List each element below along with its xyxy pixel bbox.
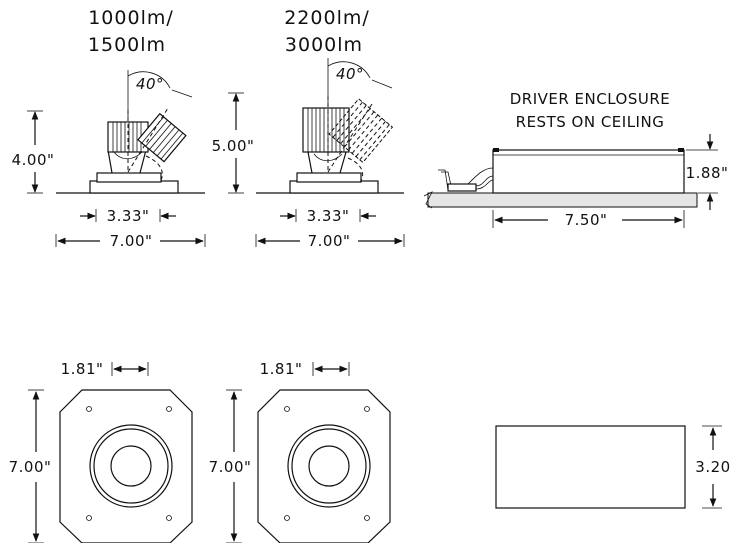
fixture-plan-view-1: 1.81" 7.00"	[9, 360, 193, 544]
driver-plan-width-label: 3.20	[695, 458, 730, 476]
tilted-head-2	[328, 98, 394, 164]
driver-plan-box	[495, 425, 686, 509]
lumens-label-2b: 3000lm	[285, 34, 363, 56]
driver-label-line2: RESTS ON CEILING	[516, 113, 665, 131]
aperture-label-1: 3.33"	[107, 207, 150, 225]
driver-length-label: 7.50"	[565, 211, 608, 229]
lumens-label-1a: 1000lm/	[88, 7, 174, 29]
driver-plan-view: 3.20	[495, 425, 730, 509]
angle-arc-2	[327, 61, 371, 79]
driver-label-line1: DRIVER ENCLOSURE	[510, 90, 671, 108]
plan-lens-2	[308, 445, 350, 487]
fixture-side-view-1: 1000lm/ 1500lm	[12, 7, 206, 250]
lumens-label-1b: 1500lm	[88, 34, 166, 56]
height-label-1: 4.00"	[12, 151, 55, 169]
plan-size-label-2: 7.00"	[209, 458, 252, 476]
plan-offset-label-2: 1.81"	[260, 360, 303, 378]
plan-size-label-1: 7.00"	[9, 458, 52, 476]
plan-offset-label-1: 1.81"	[61, 360, 104, 378]
driver-side-view: DRIVER ENCLOSURE RESTS ON CEILING 1.88" …	[423, 90, 729, 229]
fixture-side-view-2: 2200lm/ 3000lm	[212, 7, 405, 250]
plan-lens-1	[110, 445, 152, 487]
driver-height-label: 1.88"	[686, 164, 729, 182]
plan-trim-ring-1	[89, 424, 173, 508]
yoke-2	[307, 151, 347, 174]
tilted-head-1	[137, 112, 187, 163]
angle-arc-1	[127, 71, 171, 89]
fixture-plan-view-2: 1.81" 7.00"	[209, 360, 391, 544]
yoke-1	[107, 149, 147, 174]
width-label-2: 7.00"	[308, 232, 351, 250]
trim-ring-2	[296, 172, 362, 183]
width-label-1: 7.00"	[110, 232, 153, 250]
trim-flange-2	[289, 180, 379, 194]
cable-connector	[438, 167, 494, 192]
tilt-label-1: 40°	[136, 75, 164, 93]
trim-flange-1	[89, 180, 179, 194]
trim-ring-1	[96, 172, 162, 183]
driver-enclosure-box	[492, 149, 685, 194]
height-label-2: 5.00"	[212, 137, 255, 155]
ceiling-section	[427, 192, 698, 208]
lumens-label-2a: 2200lm/	[284, 7, 370, 29]
aperture-label-2: 3.33"	[307, 207, 350, 225]
tilt-label-2: 40°	[336, 65, 364, 83]
plan-trim-ring-2	[287, 424, 371, 508]
